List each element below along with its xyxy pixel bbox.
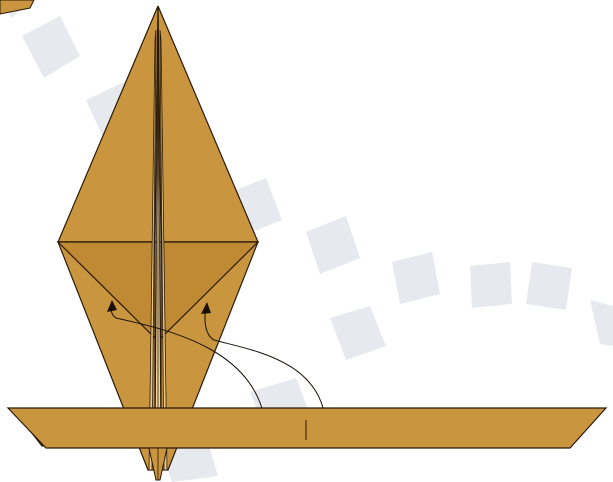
watermark-tile <box>306 216 360 274</box>
watermark-tile <box>22 16 80 78</box>
watermark-tile <box>330 306 386 360</box>
watermark-tile <box>590 300 613 346</box>
kite-upper-left <box>58 6 158 242</box>
bottom-strip <box>8 408 606 448</box>
kite-base <box>58 6 258 470</box>
watermark-tile <box>526 262 572 310</box>
watermark-tile <box>392 252 440 304</box>
watermark-tile <box>470 262 512 308</box>
bottom-strip-front <box>8 408 606 448</box>
kite-upper-right <box>158 6 258 242</box>
